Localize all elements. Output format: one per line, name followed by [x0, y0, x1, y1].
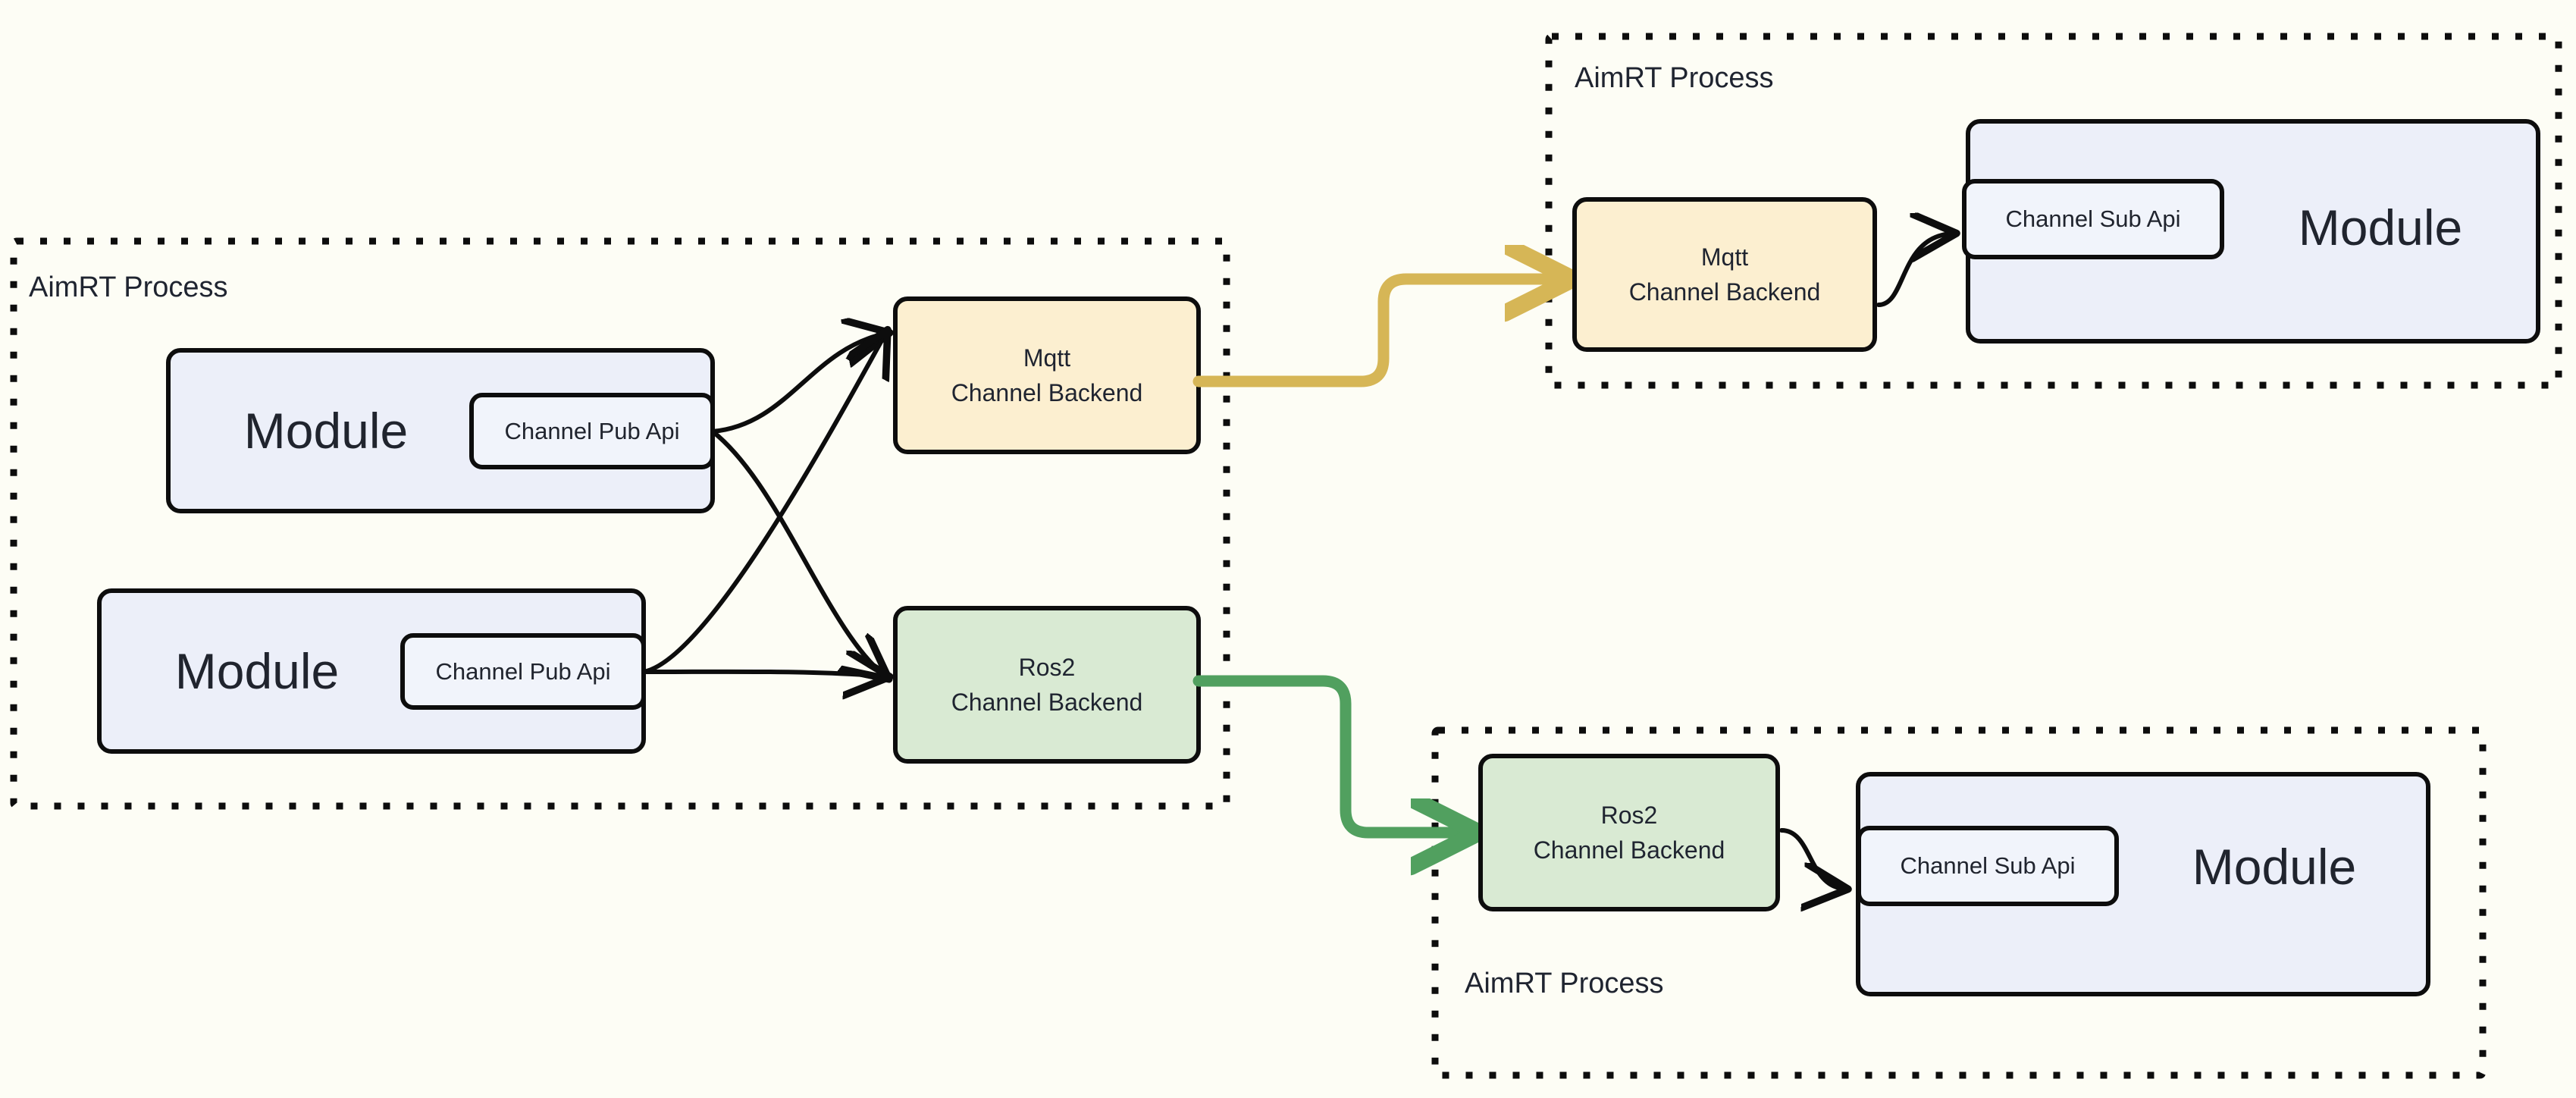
- left-ros2-backend[interactable]: [893, 606, 1201, 764]
- top-right-mqtt-backend[interactable]: [1572, 197, 1877, 352]
- link-mqtt-backend-to-sub-api-top: [1876, 234, 1952, 307]
- container-bottom-right-process: [1431, 726, 2487, 1079]
- top-right-module-sub-api[interactable]: [1962, 179, 2224, 259]
- ros2-cross-process-connector: [1192, 675, 1470, 833]
- link-module2-to-mqtt: [641, 334, 885, 674]
- left-module-2-pub-api[interactable]: [400, 633, 646, 710]
- link-ros2-backend-to-sub-api-bottom: [1779, 828, 1844, 889]
- container-left-process: [10, 237, 1230, 810]
- bottom-right-process-label: AimRT Process: [1465, 968, 1664, 999]
- link-module2-to-ros2: [641, 672, 885, 676]
- bottom-right-ros2-backend[interactable]: [1478, 754, 1780, 911]
- mqtt-cross-process-connector: [1192, 279, 1564, 387]
- left-process-label: AimRT Process: [29, 271, 228, 303]
- left-module-1-pub-api[interactable]: [469, 393, 715, 469]
- link-module1-to-ros2: [710, 429, 885, 676]
- bottom-right-module-sub-api[interactable]: [1857, 826, 2119, 906]
- top-right-process-label: AimRT Process: [1575, 62, 1774, 94]
- container-top-right-process: [1545, 33, 2562, 389]
- left-mqtt-backend[interactable]: [893, 296, 1201, 454]
